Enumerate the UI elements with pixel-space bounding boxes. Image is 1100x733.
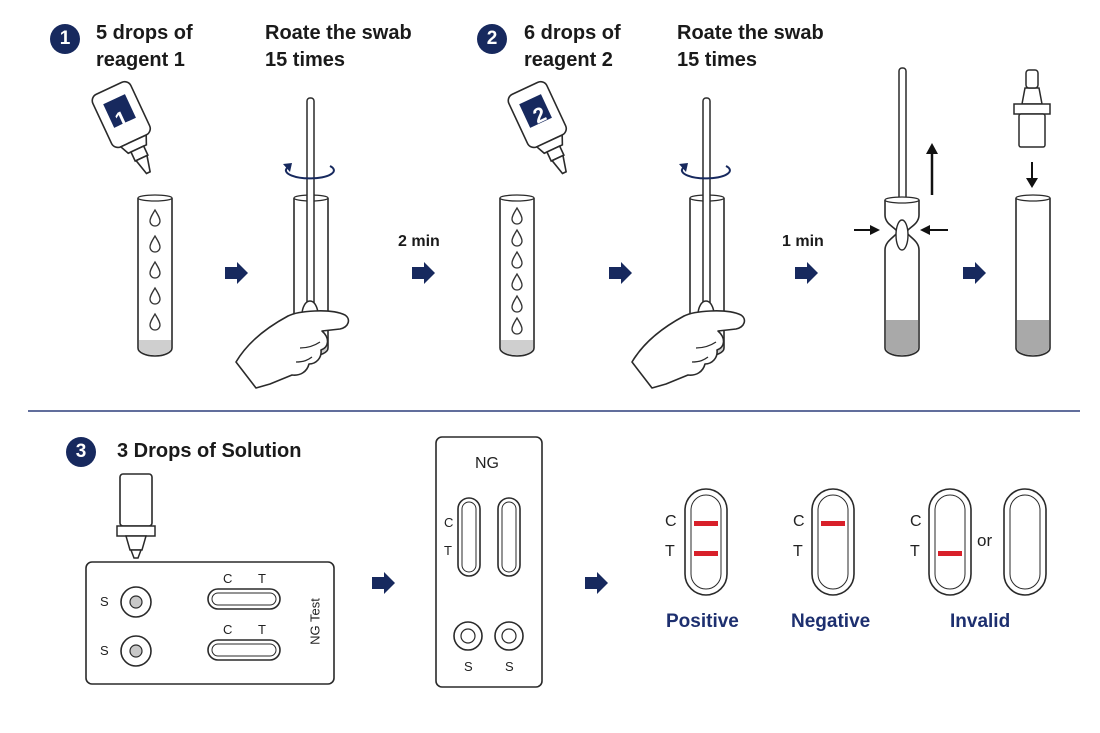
squeeze-tube [854,67,948,357]
step-3-badge: 3 [66,437,96,467]
arrow-3 [609,262,632,284]
invalid-or-text: or [977,531,993,550]
cassette-t-mark: T [444,543,452,558]
cassette-sample-2: S [505,659,514,674]
cassette-name-1: NG Test [307,598,323,645]
dropper-tube [116,473,156,575]
invalid-t-mark: T [910,543,920,560]
test-cassette-vertical [435,436,543,688]
cassette-sample-1: S [464,659,473,674]
test-cassette-horizontal [85,561,335,685]
arrow-4 [795,262,818,284]
negative-c-mark: C [793,513,805,530]
reagent-bottle-2 [507,80,568,175]
step-2-badge: 2 [477,24,507,54]
c-mark-1: C [223,571,233,586]
wait-time-2: 1 min [782,233,824,250]
result-window-invalid-a [928,488,972,596]
t-mark-1: T [258,571,266,586]
reagent-bottle-1 [91,80,152,175]
swab-tube-1 [235,97,350,389]
result-invalid-label: Invalid [950,611,1011,632]
positive-t-mark: T [665,543,675,560]
arrow-7 [585,572,608,594]
result-window-positive [684,488,728,596]
sample-mark-2: S [100,643,109,658]
arrow-2 [412,262,435,284]
invalid-c-mark: C [910,513,922,530]
capped-tube [1013,69,1051,357]
t-mark-2: T [258,622,266,637]
c-mark-2: C [223,622,233,637]
arrow-1 [225,262,248,284]
positive-c-mark: C [665,513,677,530]
arrow-5 [963,262,986,284]
result-negative-label: Negative [791,611,871,632]
negative-t-mark: T [793,543,803,560]
step-3-instruction: 3 Drops of Solution [117,440,302,462]
wait-time-1: 2 min [398,233,440,250]
cassette-c-mark: C [444,515,454,530]
sample-mark-1: S [100,594,109,609]
tube-reagent-1 [137,194,173,357]
result-positive-label: Positive [666,611,739,632]
step-1-badge: 1 [50,24,80,54]
result-window-negative [811,488,855,596]
swab-tube-2 [631,97,746,389]
cassette-name-2: NG [475,455,499,472]
tube-reagent-2 [499,194,535,357]
result-window-invalid-b [1003,488,1047,596]
arrow-6 [372,572,395,594]
